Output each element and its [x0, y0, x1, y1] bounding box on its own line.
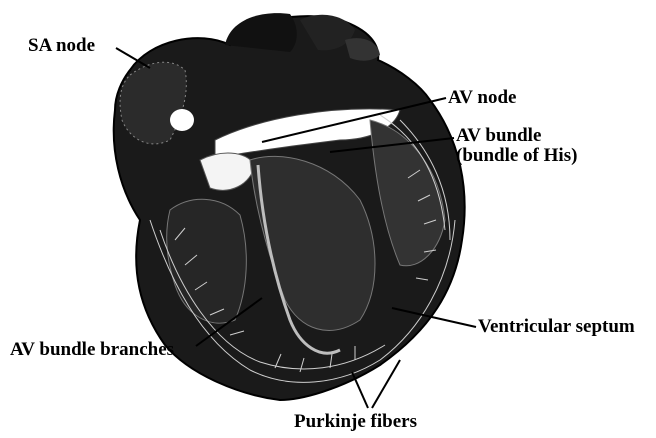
sa-node-spot [170, 109, 194, 131]
label-av-node: AV node [448, 88, 516, 108]
label-purkinje-fibers: Purkinje fibers [294, 412, 417, 432]
label-av-bundle: AV bundle (bundle of His) [456, 126, 577, 166]
label-sa-node: SA node [28, 36, 95, 56]
label-av-bundle-line2: (bundle of His) [456, 146, 577, 166]
label-av-bundle-branches: AV bundle branches [10, 340, 174, 360]
label-av-bundle-line1: AV bundle [456, 125, 541, 146]
label-ventricular-septum: Ventricular septum [478, 317, 635, 337]
